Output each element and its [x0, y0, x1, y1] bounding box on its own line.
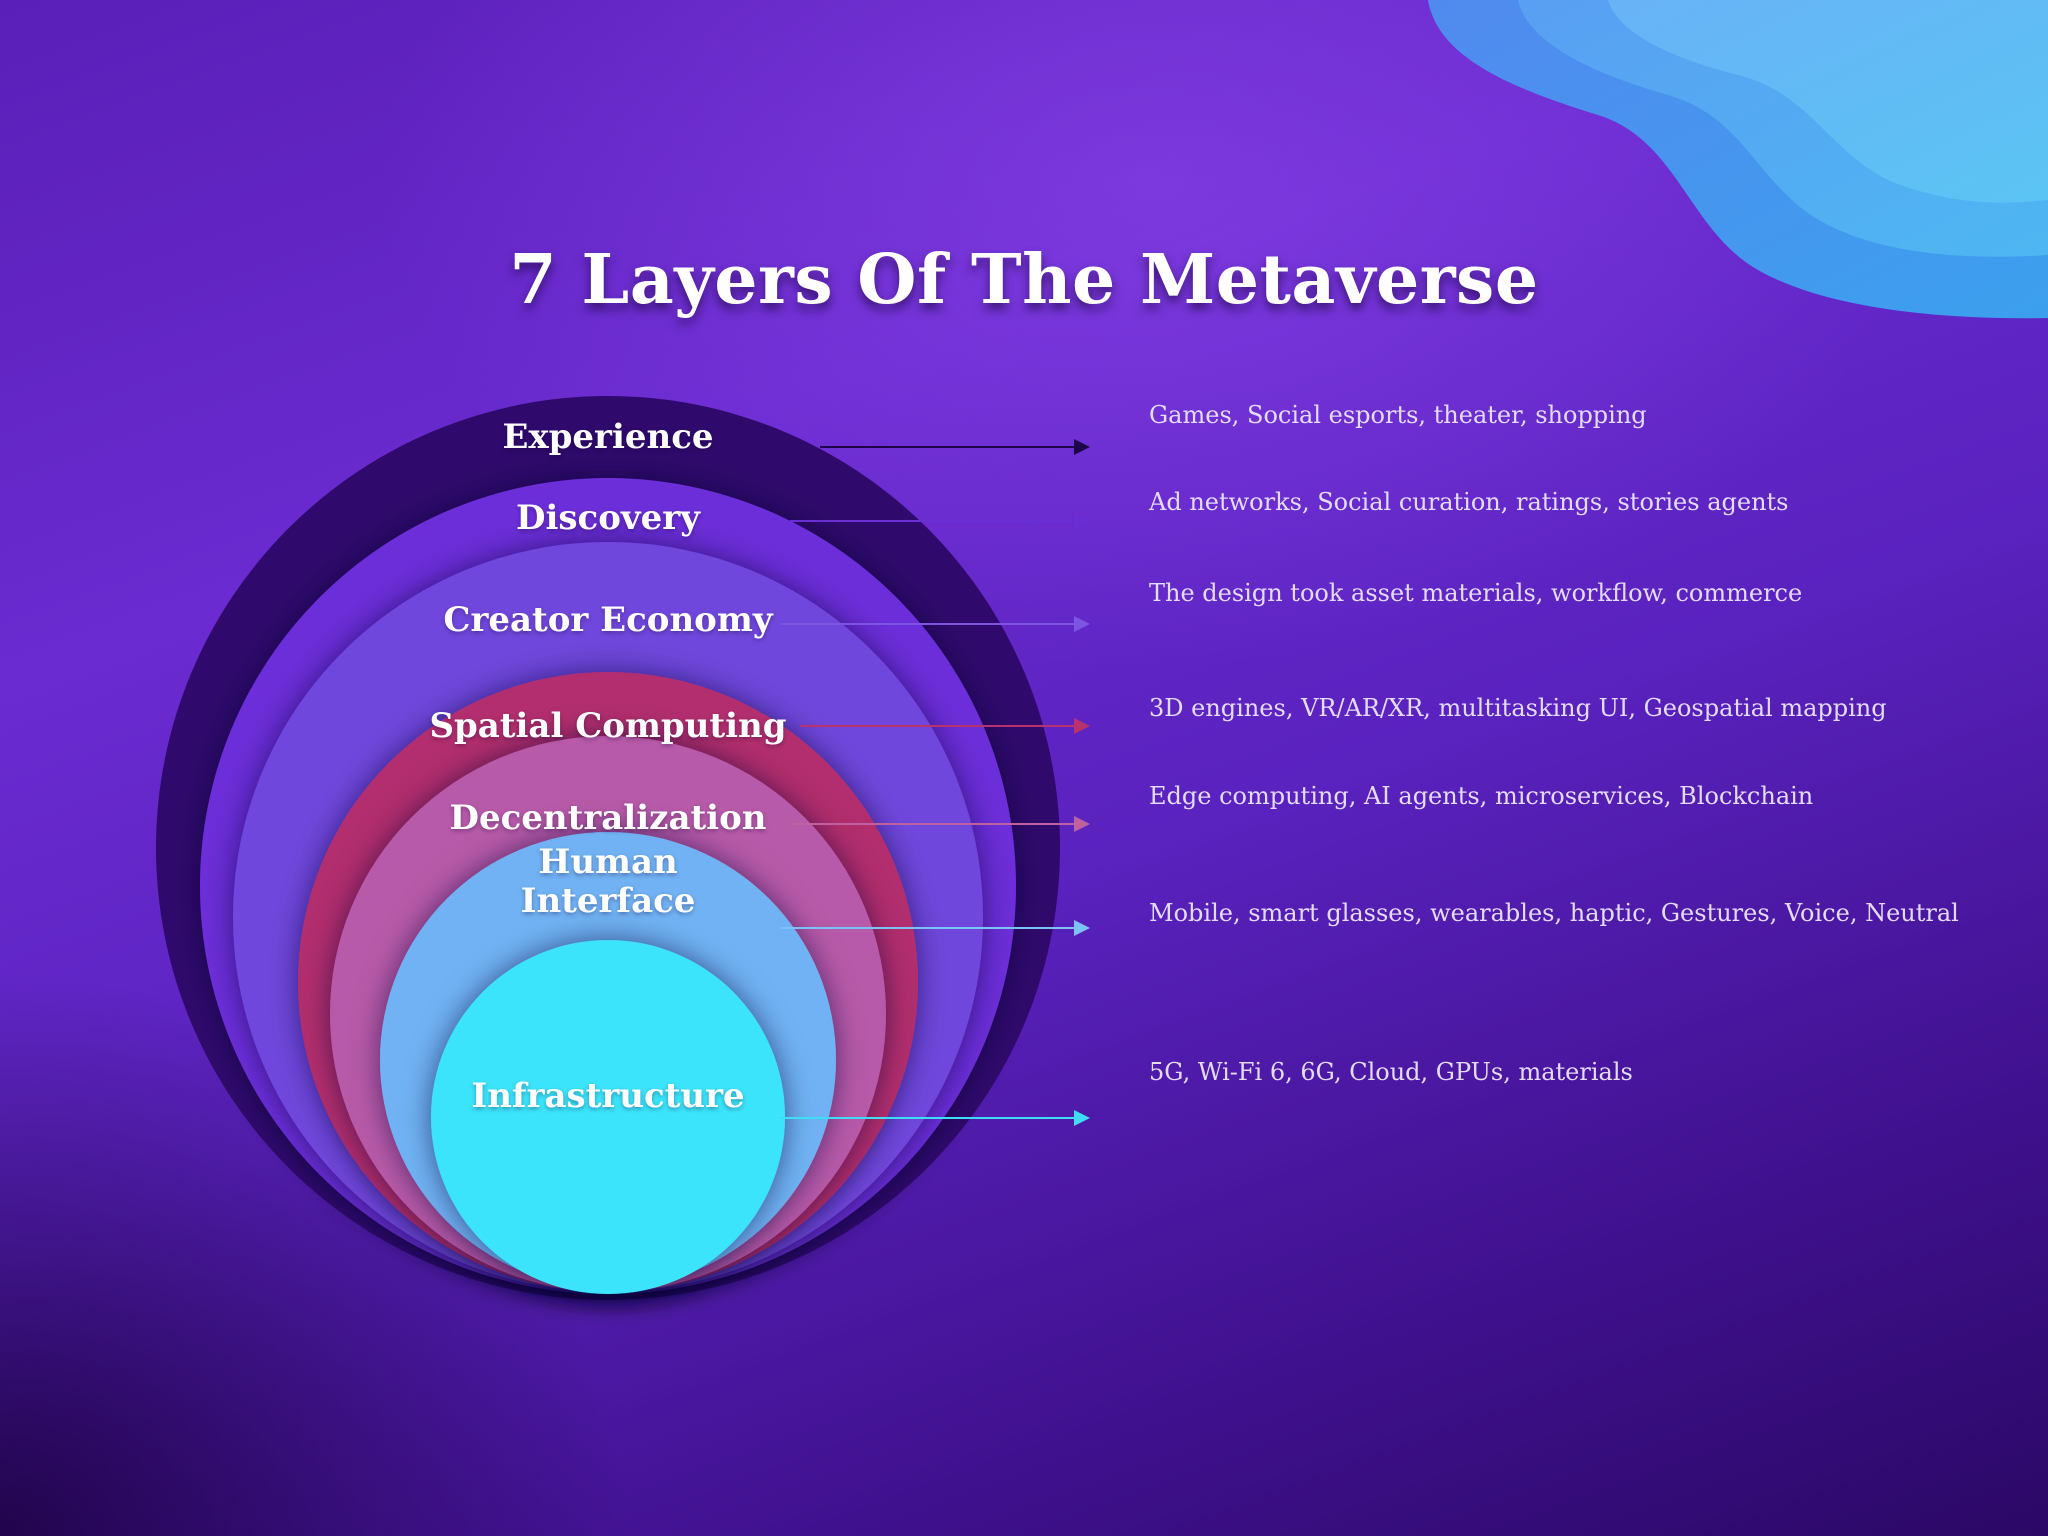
layer-label-spatial-computing: Spatial Computing — [429, 706, 787, 746]
layer-description-discovery: Ad networks, Social curation, ratings, s… — [1149, 488, 1789, 516]
arrow-head-icon — [1074, 816, 1090, 832]
layer-description-infrastructure: 5G, Wi-Fi 6, 6G, Cloud, GPUs, materials — [1149, 1058, 1633, 1086]
layer-description-experience: Games, Social esports, theater, shopping — [1149, 401, 1647, 429]
layer-description-spatial-computing: 3D engines, VR/AR/XR, multitasking UI, G… — [1149, 694, 1887, 722]
arrow-head-icon — [1074, 920, 1090, 936]
arrow-head-icon — [1074, 439, 1090, 455]
arrow-head-icon — [1074, 718, 1090, 734]
layer-description-human-interface: Mobile, smart glasses, wearables, haptic… — [1149, 899, 1959, 927]
layer-label-infrastructure: Infrastructure — [471, 1076, 745, 1116]
arrow-head-icon — [1074, 513, 1090, 529]
layer-label-creator-economy: Creator Economy — [443, 600, 773, 640]
layer-description-decentralization: Edge computing, AI agents, microservices… — [1149, 782, 1814, 810]
arrow-head-icon — [1074, 1110, 1090, 1126]
page-title: 7 Layers Of The Metaverse — [509, 240, 1539, 320]
decorative-waves — [1428, 0, 2048, 319]
layer-label-experience: Experience — [502, 417, 714, 457]
layer-description-creator-economy: The design took asset materials, workflo… — [1149, 579, 1803, 607]
layer-circle-infrastructure — [431, 940, 785, 1294]
arrow-head-icon — [1074, 616, 1090, 632]
layer-label-discovery: Discovery — [516, 498, 700, 538]
layer-label-decentralization: Decentralization — [449, 798, 767, 838]
